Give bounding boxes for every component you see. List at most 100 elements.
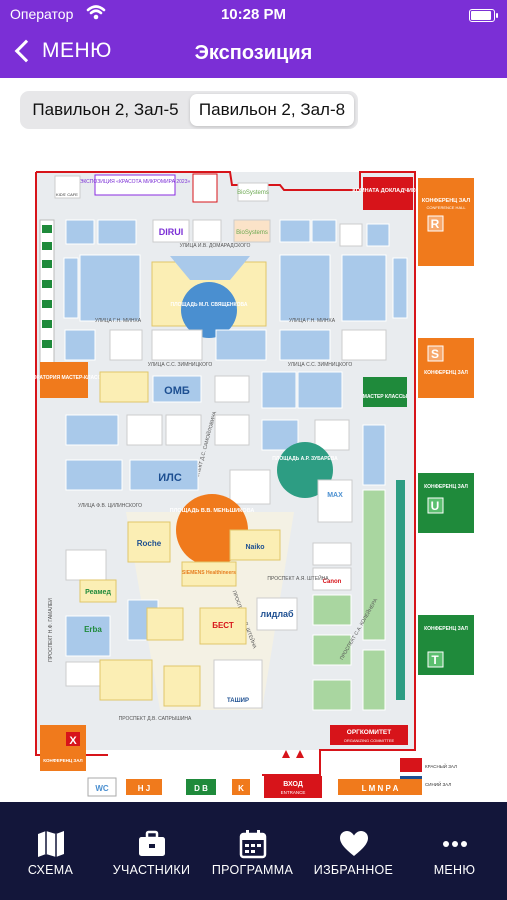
booth-g5[interactable] — [312, 679, 352, 711]
booth-e5[interactable] — [261, 419, 299, 451]
zone-k[interactable] — [232, 779, 250, 795]
booth-f2[interactable] — [229, 469, 271, 505]
conference-hall-r[interactable] — [418, 178, 474, 266]
ils-booth[interactable] — [129, 459, 199, 491]
reamed-label: Реамед — [85, 589, 111, 596]
siemens-booth[interactable] — [181, 561, 237, 587]
booth-sviridenko-top[interactable] — [170, 256, 250, 280]
booth-c3[interactable] — [151, 329, 203, 361]
booth-d2[interactable] — [214, 375, 250, 403]
booth-h7[interactable] — [163, 665, 201, 707]
kids-cafe-label: KIDS' CAFE — [56, 192, 78, 197]
tab-menu[interactable]: МЕНЮ — [404, 802, 505, 900]
booth-a4[interactable] — [279, 219, 311, 243]
zone-lmnpa[interactable] — [338, 779, 422, 795]
conference-hall-x[interactable] — [40, 725, 86, 771]
open-stage-booth[interactable] — [192, 173, 218, 203]
naiko-label: Naiko — [245, 544, 264, 551]
zone-db[interactable] — [186, 779, 216, 795]
orgcommittee-box[interactable] — [330, 725, 408, 745]
tab-scheme[interactable]: СХЕМА — [0, 802, 101, 900]
booth-a1[interactable] — [65, 219, 95, 245]
conference-hall-t[interactable] — [418, 615, 474, 675]
booth-a6[interactable] — [339, 223, 363, 247]
briefcase-icon — [139, 830, 165, 856]
booth-h5[interactable] — [146, 607, 184, 641]
best-booth[interactable] — [199, 607, 247, 645]
clock: 10:28 PM — [220, 6, 287, 23]
booth-e6[interactable] — [314, 419, 350, 451]
booth-g1[interactable] — [312, 542, 352, 566]
booth-g2[interactable] — [362, 489, 386, 641]
booth-block-b2[interactable] — [279, 254, 331, 322]
booth-c5[interactable] — [279, 329, 331, 361]
booth-g3[interactable] — [312, 594, 352, 626]
kids-cafe-booth[interactable] — [54, 175, 81, 199]
wc-box[interactable] — [87, 777, 117, 797]
naiko-booth[interactable] — [229, 529, 281, 561]
conference-hall-u[interactable] — [418, 473, 474, 533]
booth-f1[interactable] — [65, 459, 123, 491]
booth-block-b0[interactable] — [63, 257, 79, 319]
max-booth[interactable] — [317, 479, 353, 523]
booth-h1[interactable] — [65, 549, 107, 581]
booth-block-b3[interactable] — [341, 254, 387, 322]
booth-c1[interactable] — [64, 329, 96, 361]
booth-e7[interactable] — [362, 424, 386, 486]
entrance-box[interactable] — [264, 776, 322, 798]
roche-label: Roche — [137, 539, 162, 548]
more-icon — [443, 841, 467, 847]
entrance-en-label: ENTRANCE — [281, 790, 306, 795]
canon-booth[interactable] — [312, 567, 352, 591]
pharmmed-booth[interactable] — [341, 329, 387, 361]
booth-block-b4[interactable] — [392, 257, 408, 319]
floor-plan-map[interactable]: ЭКСПОЗИЦИЯ «КРАСОТА МИКРОМИРА 2023» KIDS… — [0, 150, 507, 802]
booth-e3[interactable] — [165, 414, 202, 446]
tab-favorites-label: ИЗБРАННОЕ — [313, 863, 394, 877]
booth-e2[interactable] — [126, 414, 163, 446]
tab-participants[interactable]: УЧАСТНИКИ — [101, 802, 202, 900]
booth-c2[interactable] — [109, 329, 143, 361]
segment-hall-8-selected[interactable]: Павильон 2, Зал-8 — [190, 94, 354, 126]
biosystems-booth[interactable] — [233, 219, 271, 243]
lab-masterclass[interactable] — [40, 362, 88, 398]
booth-a5[interactable] — [311, 219, 337, 243]
omb-booth[interactable] — [152, 375, 202, 403]
tab-scheme-label: СХЕМА — [27, 863, 74, 877]
roche-booth[interactable] — [127, 521, 171, 563]
booth-e4[interactable] — [214, 414, 250, 446]
booth-a7[interactable] — [366, 223, 390, 247]
conference-hall-s[interactable] — [418, 338, 474, 398]
tasher-booth[interactable] — [213, 659, 263, 709]
booth-e1[interactable] — [65, 414, 119, 446]
reporters-room[interactable] — [363, 177, 413, 210]
prospect-shteyn-2: ПРОСПЕКТ А.Я. ШТЕЙНА — [267, 574, 329, 582]
back-button[interactable]: МЕНЮ — [12, 39, 112, 63]
zone-hj[interactable] — [126, 779, 162, 795]
booth-h6[interactable] — [99, 659, 153, 701]
booth-c4[interactable] — [215, 329, 267, 361]
booth-d1[interactable] — [99, 371, 149, 403]
booth-block-b1[interactable] — [79, 254, 141, 322]
booth-a2[interactable] — [97, 219, 137, 245]
tab-program[interactable]: ПРОГРАММА — [202, 802, 303, 900]
dirui-booth[interactable] — [152, 219, 190, 243]
zone-lmnpa-label: L M N P A — [362, 784, 399, 793]
booth-d3[interactable] — [261, 371, 297, 409]
reamed-booth[interactable] — [79, 579, 117, 603]
tab-participants-label: УЧАСТНИКИ — [112, 863, 191, 877]
lidlab-booth[interactable] — [256, 597, 298, 631]
booth-g4[interactable] — [312, 634, 352, 666]
tab-favorites[interactable]: ИЗБРАННОЕ — [303, 802, 404, 900]
expo-banner-box[interactable] — [94, 174, 176, 196]
booth-g6[interactable] — [362, 649, 386, 711]
biosystems-booth-top[interactable] — [237, 182, 269, 202]
masterclass-room[interactable] — [363, 377, 407, 407]
segment-hall-5[interactable]: Павильон 2, Зал-5 — [32, 100, 179, 119]
booth-d4[interactable] — [297, 371, 343, 409]
sviridenko-square[interactable] — [181, 282, 237, 338]
conference-hall-r-en: CONFERENCE HALL — [426, 205, 466, 210]
street-zimnitsky-left: УЛИЦА С.С. ЗИМНИЦКОГО — [148, 362, 213, 368]
booth-h2[interactable] — [65, 615, 111, 657]
booth-a3[interactable] — [192, 219, 222, 243]
